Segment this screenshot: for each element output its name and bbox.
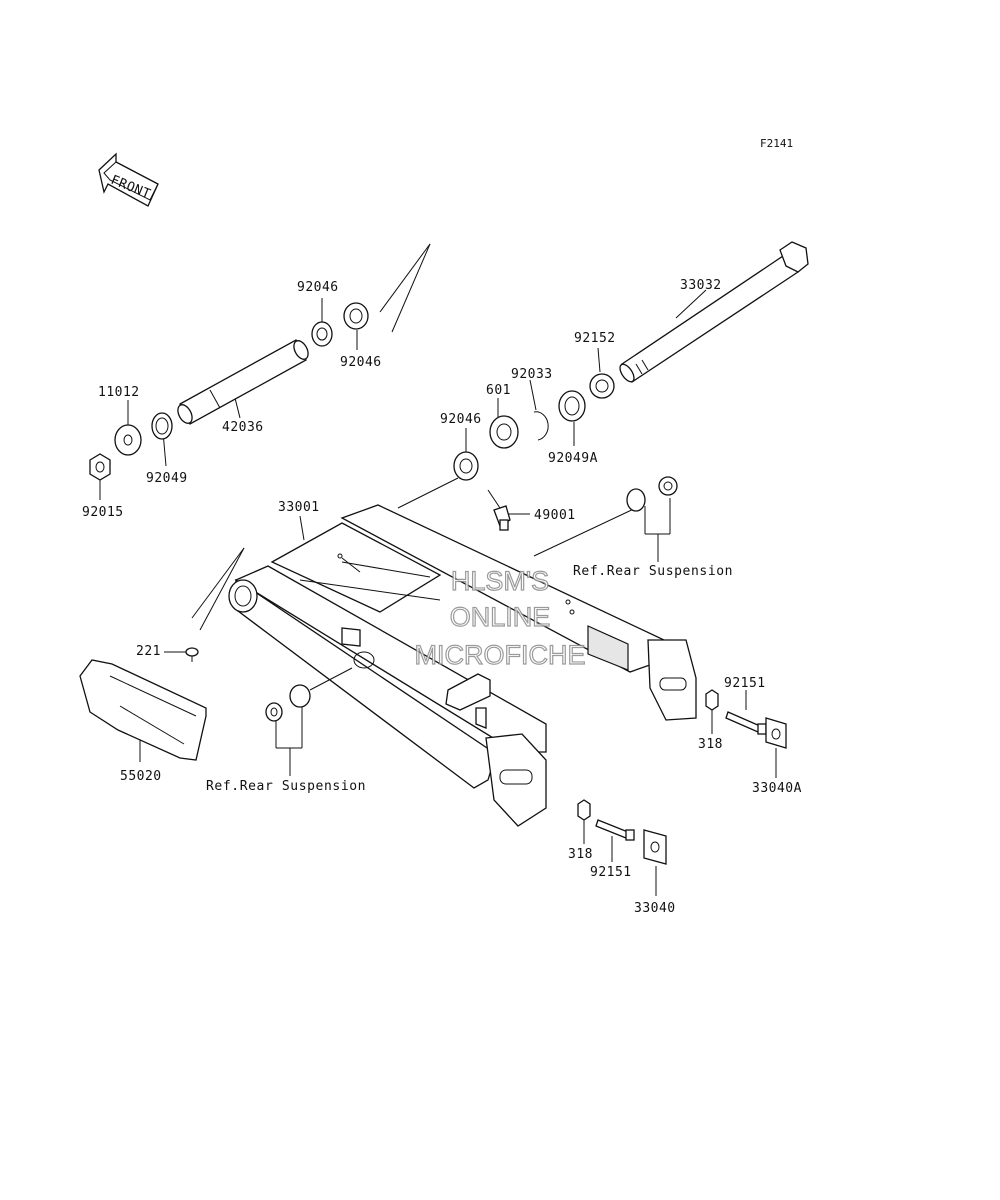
collar-11012 (114, 424, 142, 456)
part-label-33001: 33001 (278, 500, 320, 515)
part-label-92049A: 92049A (548, 451, 598, 466)
ref-suspension-bushings-upper (626, 476, 678, 512)
part-label-318-a: 318 (698, 737, 723, 752)
figure-code: F2141 (760, 137, 793, 150)
part-label-33032: 33032 (680, 278, 722, 293)
sleeve-42036 (177, 339, 309, 425)
part-label-318-b: 318 (568, 847, 593, 862)
watermark: HLSM'S ONLINE MICROFICHE (414, 565, 586, 670)
needle-bearing-92046-b (343, 302, 369, 330)
adjuster-33040A (765, 717, 787, 749)
oil-seal-92049A (558, 390, 586, 422)
ref-label-lower: Ref.Rear Suspension (206, 779, 366, 794)
part-label-92151-a: 92151 (724, 676, 766, 691)
watermark-line-3: MICROFICHE (415, 640, 586, 670)
part-label-92046-c: 92046 (440, 412, 482, 427)
screw-221 (185, 647, 199, 662)
ref-suspension-bushings-lower (265, 684, 311, 722)
nut-92015 (89, 453, 111, 481)
part-label-92015: 92015 (82, 505, 124, 520)
front-arrow-icon: FRONT (98, 152, 159, 207)
part-label-221: 221 (136, 644, 161, 659)
part-label-33040A: 33040A (752, 781, 802, 796)
part-label-42036: 42036 (222, 420, 264, 435)
swingarm-33001 (228, 504, 697, 827)
part-label-33040: 33040 (634, 901, 676, 916)
bolt-92151-a (725, 711, 767, 735)
watermark-line-1: HLSM'S (451, 566, 549, 596)
bolt-92151-b (595, 819, 635, 841)
part-label-92046-b: 92046 (340, 355, 382, 370)
circlip-92033 (533, 411, 549, 441)
part-label-92152: 92152 (574, 331, 616, 346)
collar-92152 (589, 373, 615, 399)
part-label-92151-b: 92151 (590, 865, 632, 880)
part-label-11012: 11012 (98, 385, 140, 400)
oil-seal-92049 (151, 412, 173, 440)
part-label-92046-a: 92046 (297, 280, 339, 295)
adjuster-33040 (643, 829, 667, 865)
ref-label-upper: Ref.Rear Suspension (573, 564, 733, 579)
axle-33032 (619, 241, 809, 383)
part-label-49001: 49001 (534, 508, 576, 523)
needle-bearing-92046-a (311, 321, 333, 347)
needle-bearing-92046-c (453, 451, 479, 481)
part-label-92033: 92033 (511, 367, 553, 382)
part-label-601: 601 (486, 383, 511, 398)
part-label-55020: 55020 (120, 769, 162, 784)
grease-nipple-49001 (493, 505, 511, 531)
ball-bearing-601 (489, 415, 519, 449)
nut-318-a (705, 689, 719, 711)
nut-318-b (577, 799, 591, 821)
chain-guard-55020 (79, 659, 207, 761)
leader-lines (99, 243, 777, 896)
part-label-92049: 92049 (146, 471, 188, 486)
watermark-line-2: ONLINE (450, 602, 551, 632)
